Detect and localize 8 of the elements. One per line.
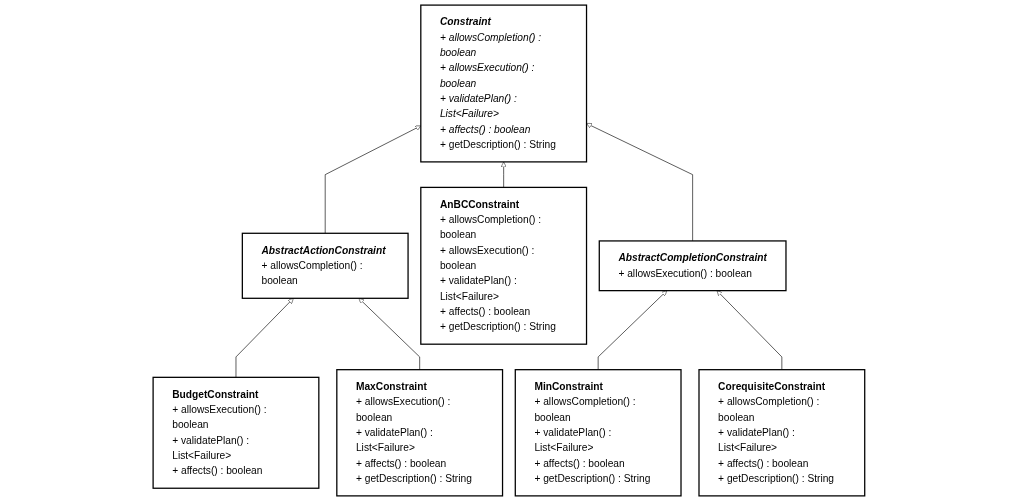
node-box: AbstractActionConstraint + allowsCompletion() : boolean	[241, 232, 409, 299]
node-box: AbstractCompletionConstraint + allowsExecution() : boolean	[598, 240, 787, 292]
node-box: CorequisiteConstraint + allowsCompletion() : boolean + validatePlan() : List<Failure> + affects() : boolean + getDescription() : String	[697, 369, 865, 497]
node-box: BudgetConstraint + allowsExecution() : boolean + validatePlan() : List<Failure> + affects() : boolean	[152, 376, 320, 489]
node-box: AnBCConstraint + allowsCompletion() : boolean + allowsExecution() : boolean + validatePlan() : List<Failure> + affects() : boolean + getDescription() : String	[419, 186, 587, 345]
node-box: MaxConstraint + allowsExecution() : boolean + validatePlan() : List<Failure> + affects() : boolean + getDescription() : String	[335, 369, 503, 497]
node-box: Constraint + allowsCompletion() : boolean + allowsExecution() : boolean + validatePlan() : List<Failure> + affects() : boolean + getDescription() : String	[419, 4, 587, 163]
node-box: MinConstraint + allowsCompletion() : boolean + validatePlan() : List<Failure> + affects() : boolean + getDescription() : String	[514, 369, 682, 497]
